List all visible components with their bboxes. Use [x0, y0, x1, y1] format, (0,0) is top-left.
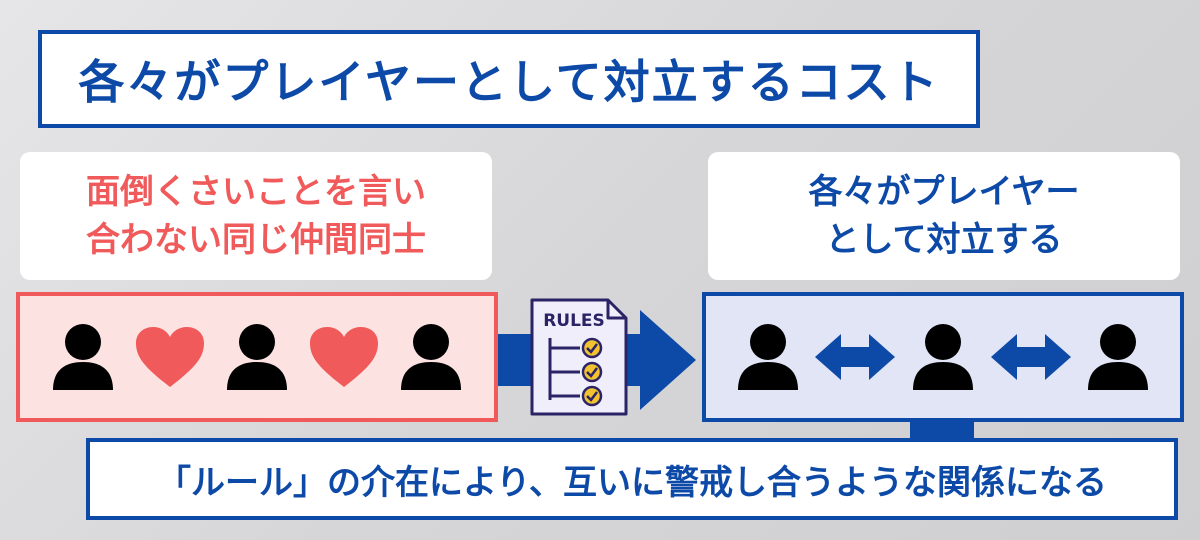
- check-icon: [581, 385, 603, 407]
- person-icon: [911, 322, 975, 392]
- bottom-caption-box: 「ルール」の介在により、互いに警戒し合うような関係になる: [86, 438, 1178, 520]
- left-label-line2: 合わない同じ仲間同士: [86, 220, 426, 260]
- right-label-line1: 各々がプレイヤー: [808, 172, 1080, 212]
- rules-doc-text: RULES: [543, 311, 605, 331]
- bottom-caption-text: 「ルール」の介在により、互いに警戒し合うような関係になる: [157, 462, 1107, 503]
- left-label-box: 面倒くさいことを言い 合わない同じ仲間同士: [20, 152, 492, 280]
- heart-icon: [308, 325, 380, 389]
- person-icon: [1086, 322, 1150, 392]
- check-icon: [581, 361, 603, 383]
- double-arrow-icon: [990, 332, 1071, 382]
- title-box: 各々がプレイヤーとして対立するコスト: [38, 30, 980, 128]
- person-icon: [736, 322, 800, 392]
- right-label-box: 各々がプレイヤー として対立する: [708, 152, 1180, 280]
- double-arrow-icon: [815, 332, 896, 382]
- right-panel: [702, 292, 1184, 422]
- left-label-line1: 面倒くさいことを言い: [86, 172, 426, 212]
- person-icon: [51, 322, 115, 392]
- right-label-line2: として対立する: [825, 220, 1063, 260]
- person-icon: [225, 322, 289, 392]
- person-icon: [399, 322, 463, 392]
- title-text: 各々がプレイヤーとして対立するコスト: [78, 55, 940, 109]
- left-panel: [16, 292, 498, 422]
- connector-bar: [910, 418, 974, 440]
- rules-document-icon: RULES: [528, 296, 630, 418]
- heart-icon: [134, 325, 206, 389]
- check-icon: [581, 337, 603, 359]
